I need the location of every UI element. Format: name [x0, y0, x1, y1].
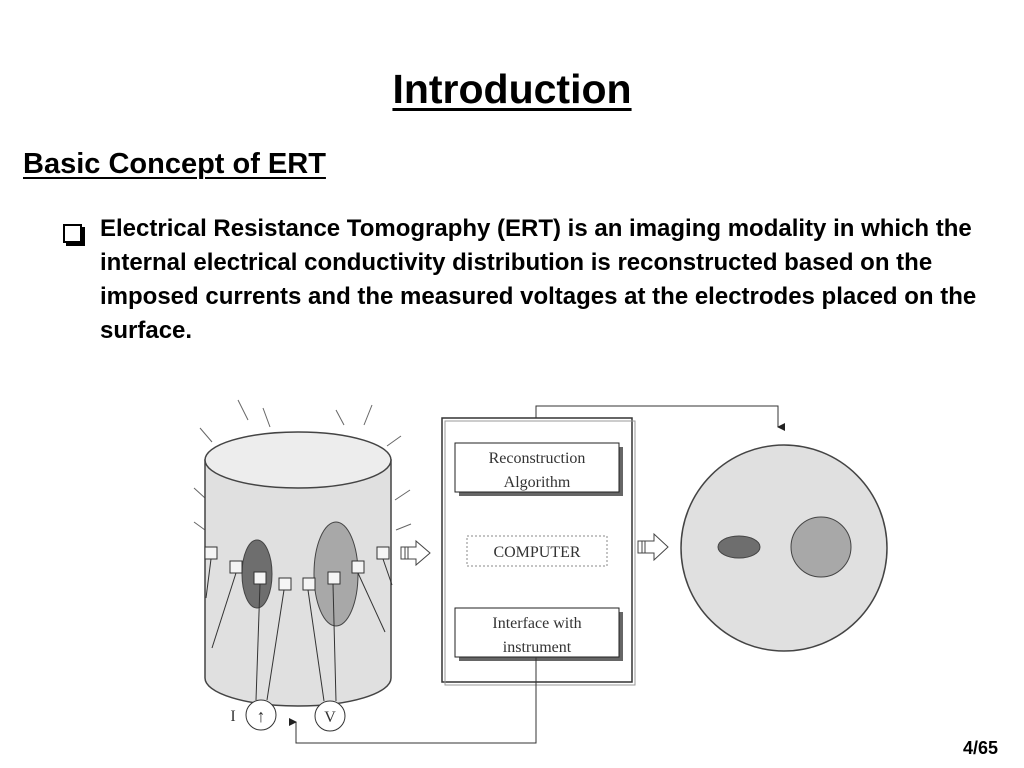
interface-label-line2: instrument [503, 639, 572, 656]
computer-label: COMPUTER [493, 544, 580, 561]
computer-panel: Reconstruction Algorithm COMPUTER Interf… [441, 417, 636, 686]
radiation-lines [193, 399, 412, 531]
reconstructed-light-inclusion [790, 516, 852, 578]
reconstructed-image [680, 444, 888, 652]
current-source: ↑ I [230, 699, 277, 731]
block-arrow-icon [400, 539, 431, 567]
electrode-wires [205, 558, 393, 702]
voltage-label: V [324, 709, 336, 726]
interface-label-line1: Interface with [492, 615, 581, 632]
reconstruction-label-line2: Algorithm [504, 474, 571, 491]
interface-instrument-box: Interface with instrument [454, 607, 623, 661]
block-arrow-icon [637, 532, 669, 562]
current-source-arrow-icon: ↑ [257, 706, 266, 726]
slide-subtitle: Basic Concept of ERT [23, 148, 326, 180]
output-connector [535, 405, 785, 431]
page-number: 4/65 [962, 738, 998, 758]
cylinder-object [204, 431, 392, 707]
current-label: I [230, 708, 235, 725]
reconstruction-label-line1: Reconstruction [489, 450, 586, 467]
reconstruction-algorithm-box: Reconstruction Algorithm [454, 442, 623, 496]
voltmeter: V [314, 700, 346, 732]
computer-label-box: COMPUTER [466, 535, 608, 567]
hollow-square-bullet-icon [63, 224, 82, 243]
input-connector [289, 657, 537, 744]
slide-title: Introduction [392, 66, 632, 112]
bullet-text: Electrical Resistance Tomography (ERT) i… [100, 215, 977, 344]
reconstructed-dark-inclusion [717, 535, 761, 559]
